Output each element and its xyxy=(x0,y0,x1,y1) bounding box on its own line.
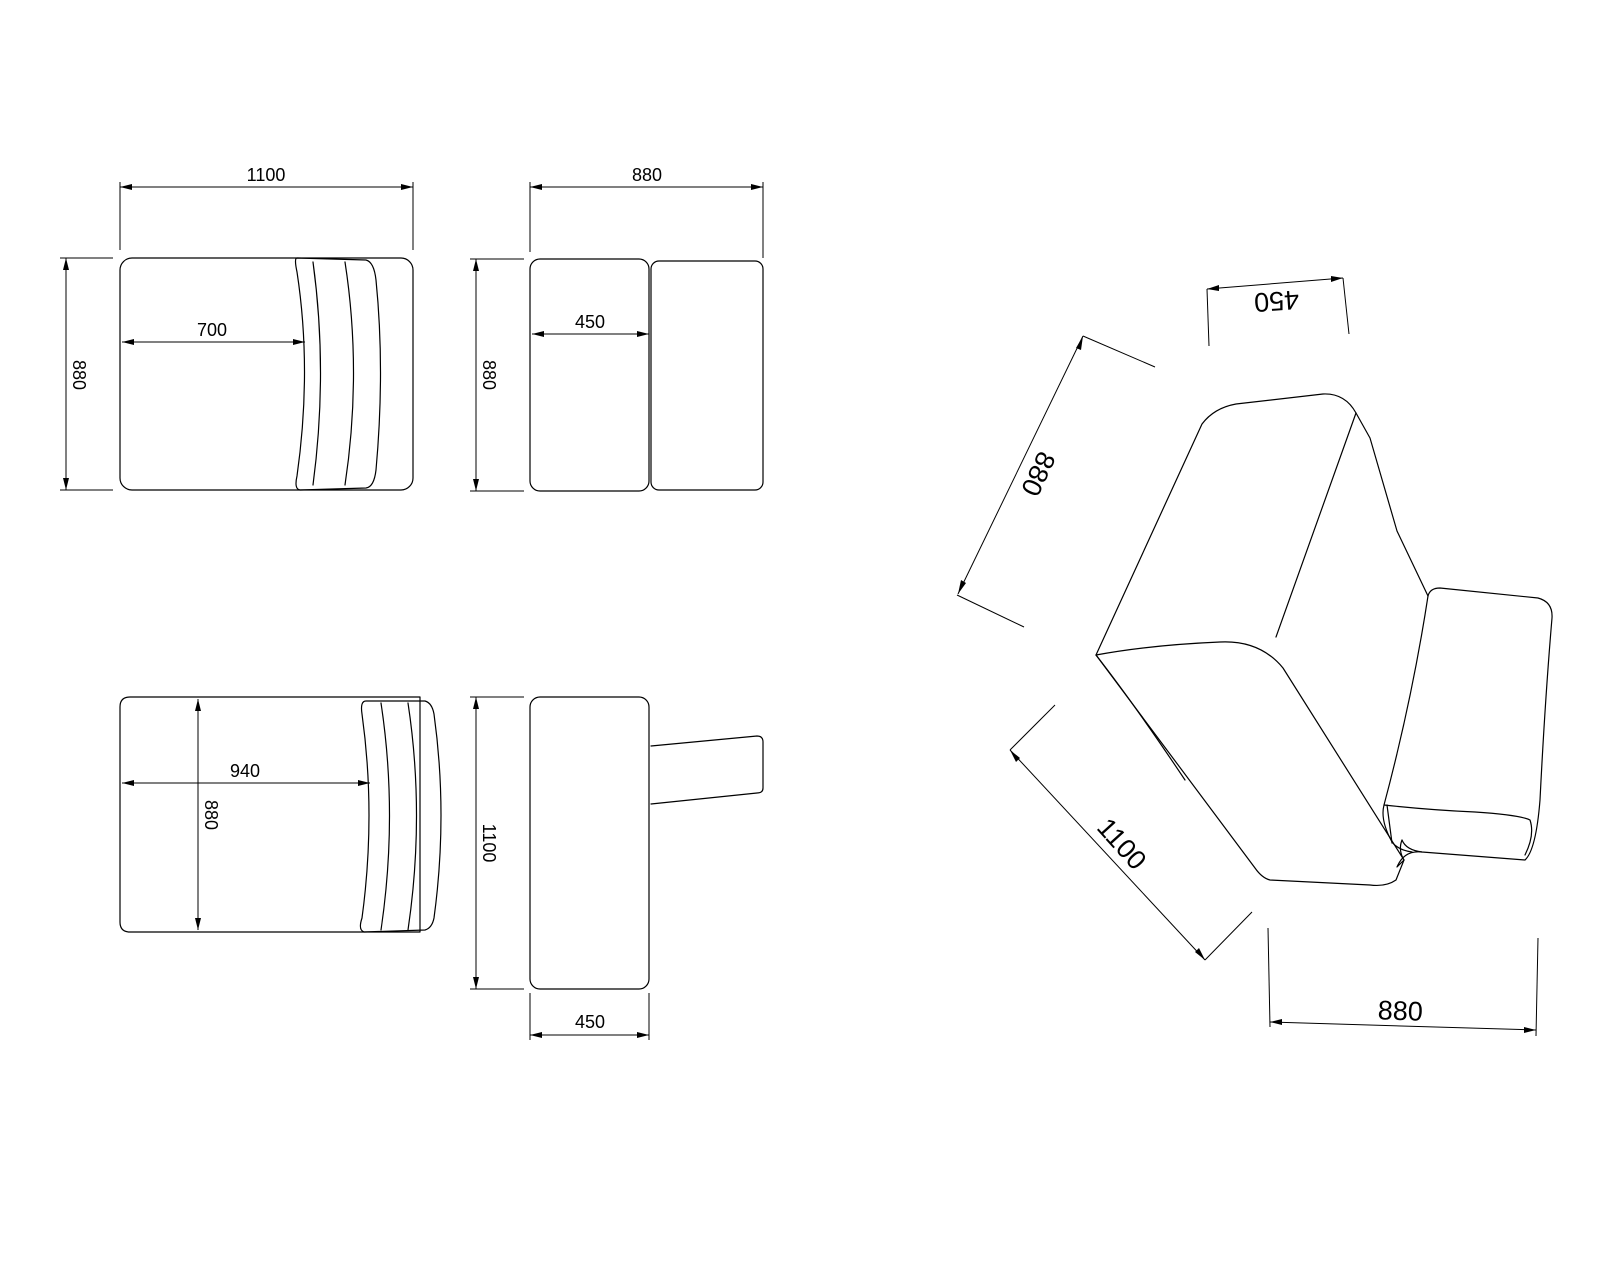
front-view-height-label: 1100 xyxy=(479,824,499,863)
bottom-left-view: 940 880 xyxy=(119,696,442,933)
iso-view: 450 880 1100 880 xyxy=(956,276,1553,1037)
bottom-left-view-backrest xyxy=(359,700,442,933)
iso-view-main-block xyxy=(1095,393,1429,656)
front-view-arm xyxy=(650,735,764,805)
top-view-backrest xyxy=(294,257,382,491)
top-view-body xyxy=(119,257,414,491)
top-view-depth-label: 880 xyxy=(69,360,89,390)
side-view-back xyxy=(650,260,764,491)
iso-view-bottom-left-label: 1100 xyxy=(1091,812,1152,875)
top-view: 1100 880 700 xyxy=(60,165,414,491)
front-view: 1100 450 xyxy=(470,696,764,1040)
bottom-left-view-body xyxy=(119,696,421,933)
side-view: 880 880 450 xyxy=(470,165,764,492)
top-view-width-label: 1100 xyxy=(247,165,286,185)
side-view-seat-label: 450 xyxy=(575,312,605,332)
front-view-width-label: 450 xyxy=(575,1012,605,1032)
side-view-height-label: 880 xyxy=(479,360,499,390)
iso-view-bottom-label: 880 xyxy=(1377,995,1423,1027)
front-view-body xyxy=(529,696,650,990)
side-view-seat xyxy=(529,258,650,492)
iso-view-left-label: 880 xyxy=(1015,447,1061,501)
side-view-width-label: 880 xyxy=(632,165,662,185)
bottom-left-view-width-label: 940 xyxy=(230,761,260,781)
iso-view-top-label: 450 xyxy=(1253,284,1300,317)
top-view-seat-label: 700 xyxy=(197,320,227,340)
bottom-left-view-depth-label: 880 xyxy=(201,800,221,830)
